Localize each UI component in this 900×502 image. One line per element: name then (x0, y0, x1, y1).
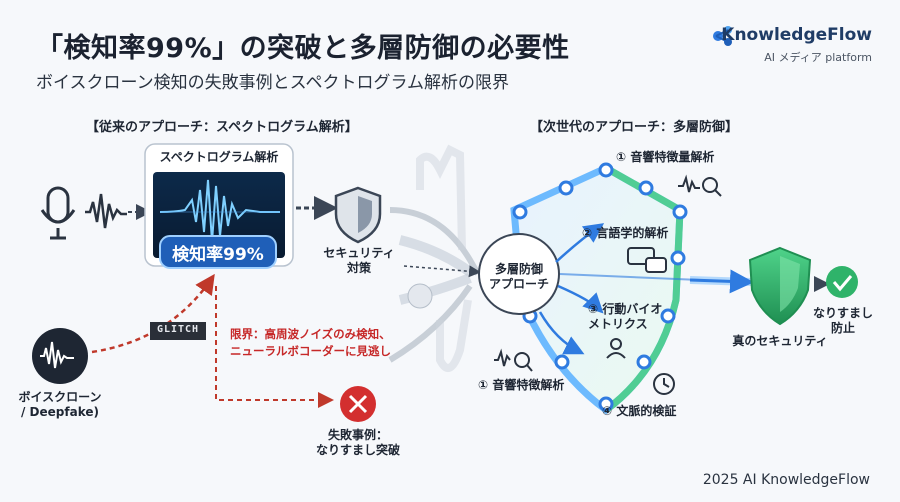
brand-block: KnowledgeFlow AI メディア platform (721, 24, 872, 65)
microphone-icon (40, 186, 76, 240)
detection-rate-badge: 検知率99% (172, 245, 264, 265)
brand-logo-icon (713, 26, 732, 46)
layer-acoustic-top: ① 音響特徴量解析 (616, 150, 715, 164)
glitch-badge (150, 322, 206, 340)
security-label: セキュリティ 対策 (323, 246, 395, 275)
brand-name: KnowledgeFlow (721, 24, 872, 45)
layer-behavioral: ③ 行動バイオ メトリクス (588, 302, 663, 331)
page-title: 「検知率99%」の突破と多層防御の必要性 (36, 33, 570, 64)
clock-icon (653, 373, 675, 395)
limitation-note: 限界：高周波ノイズのみ検知、 ニューラルボコーダーに見逃し (230, 327, 391, 358)
layer-linguistic: ② 言語学的解析 (582, 226, 669, 240)
brand-tagline: AI メディア platform (764, 50, 872, 64)
user-id-icon (606, 338, 626, 359)
chat-bubble-icon (627, 247, 667, 273)
footer-credit: 2025 AI KnowledgeFlow (702, 472, 870, 488)
spectrogram-panel-title: スペクトログラム解析 (159, 150, 279, 164)
acoustic-search-icon (494, 348, 533, 372)
glitch-label: GLITCH (156, 324, 200, 335)
true-security-label: 真のセキュリティ (732, 334, 828, 348)
input-waveform (85, 193, 127, 229)
prevent-check-icon (826, 266, 858, 298)
right-section-header: 【次世代のアプローチ：多層防御】 (530, 120, 739, 135)
voice-clone-label: ボイスクローン / Deepfake) (18, 390, 102, 419)
data-streams (388, 144, 481, 372)
prevent-label: なりすまし 防止 (812, 306, 873, 335)
page-subtitle: ボイスクローン検知の失敗事例とスペクトログラム解析の限界 (36, 73, 509, 93)
fail-case-label: 失敗事例： なりすまし突破 (315, 428, 400, 457)
layer-context: ④ 文脈的検証 (602, 404, 677, 418)
layer-acoustic-bottom: ① 音響特徴解析 (478, 378, 565, 392)
left-section-header: 【従来のアプローチ：スペクトログラム解析】 (86, 120, 358, 135)
core-circle (478, 233, 560, 315)
acoustic-analysis-icon (678, 174, 700, 193)
core-label: 多層防御 アプローチ (488, 262, 549, 291)
